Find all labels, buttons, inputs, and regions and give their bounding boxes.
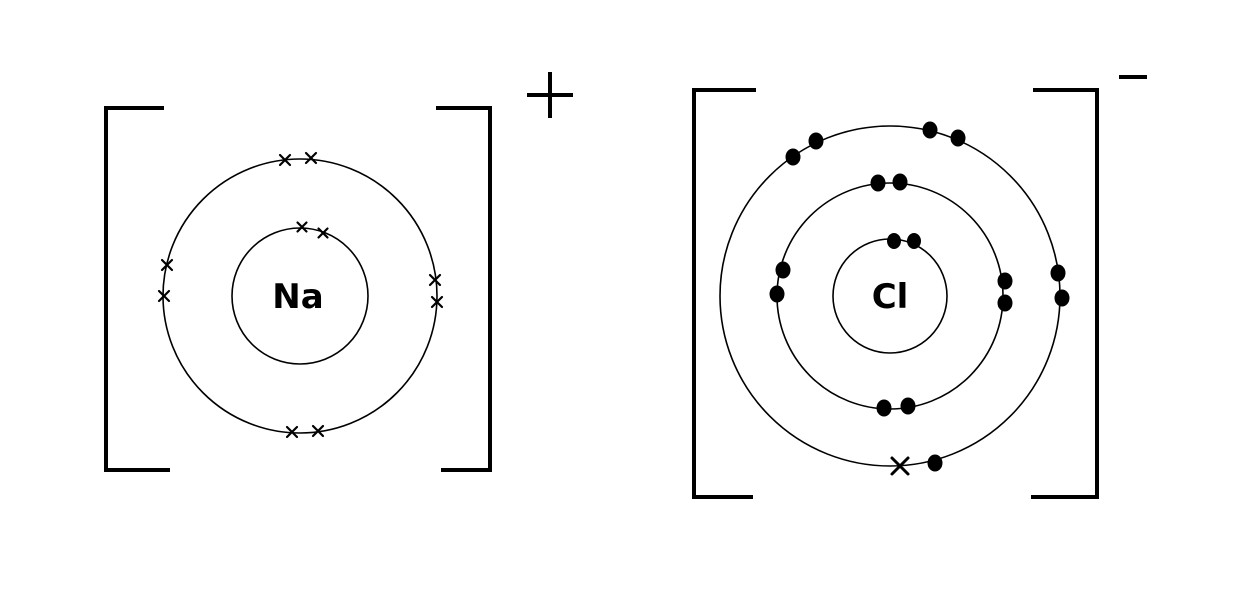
- sodium-inner-electron: [317, 227, 329, 239]
- sodium-outer-electron: [160, 258, 174, 272]
- sodium-outer-electron: [278, 153, 292, 167]
- chloride-nucleus-symbol: Cl: [872, 277, 909, 317]
- sodium-electrons: [157, 151, 444, 439]
- sodium-outer-electron: [428, 273, 442, 287]
- chloride-shell-3-electron: [785, 148, 801, 166]
- sodium-outer-electron: [285, 425, 299, 439]
- sodium-left-bracket: [104, 106, 170, 472]
- chloride-left-bracket: [692, 88, 756, 499]
- sodium-outer-electron: [311, 424, 325, 438]
- sodium-inner-electron: [296, 221, 308, 233]
- sodium-outer-electron: [304, 151, 318, 165]
- chloride-shell-2-electron: [997, 294, 1013, 312]
- chloride-shell-3-electron: [927, 454, 943, 472]
- chloride-shell-2-electron: [997, 272, 1013, 290]
- chloride-shell-3-electron: [1054, 289, 1070, 307]
- sodium-ion: Na: [104, 72, 573, 472]
- sodium-right-bracket: [436, 106, 492, 472]
- transferred-electron-cross: [890, 456, 910, 476]
- sodium-outer-electron: [430, 295, 444, 309]
- chloride-shell-2-electron: [892, 173, 908, 191]
- chloride-electrons: [769, 121, 1070, 476]
- chloride-ion: Cl: [692, 75, 1147, 499]
- chloride-shell-1-electron: [887, 233, 901, 249]
- sodium-outer-electron: [157, 289, 171, 303]
- chloride-shell-3-electron: [950, 129, 966, 147]
- chloride-shell-3-electron: [922, 121, 938, 139]
- chloride-shell-2-electron: [876, 399, 892, 417]
- sodium-nucleus-symbol: Na: [272, 277, 323, 317]
- chloride-right-bracket: [1031, 88, 1099, 499]
- chloride-shell-2-electron: [775, 261, 791, 279]
- chloride-shell-3-electron: [808, 132, 824, 150]
- chloride-shell-3-electron: [1050, 264, 1066, 282]
- chloride-shell-2-electron: [900, 397, 916, 415]
- chloride-shell-2-electron: [870, 174, 886, 192]
- sodium-charge-plus: [527, 72, 573, 118]
- chloride-shell-2-electron: [769, 285, 785, 303]
- chloride-shell-1-electron: [907, 233, 921, 249]
